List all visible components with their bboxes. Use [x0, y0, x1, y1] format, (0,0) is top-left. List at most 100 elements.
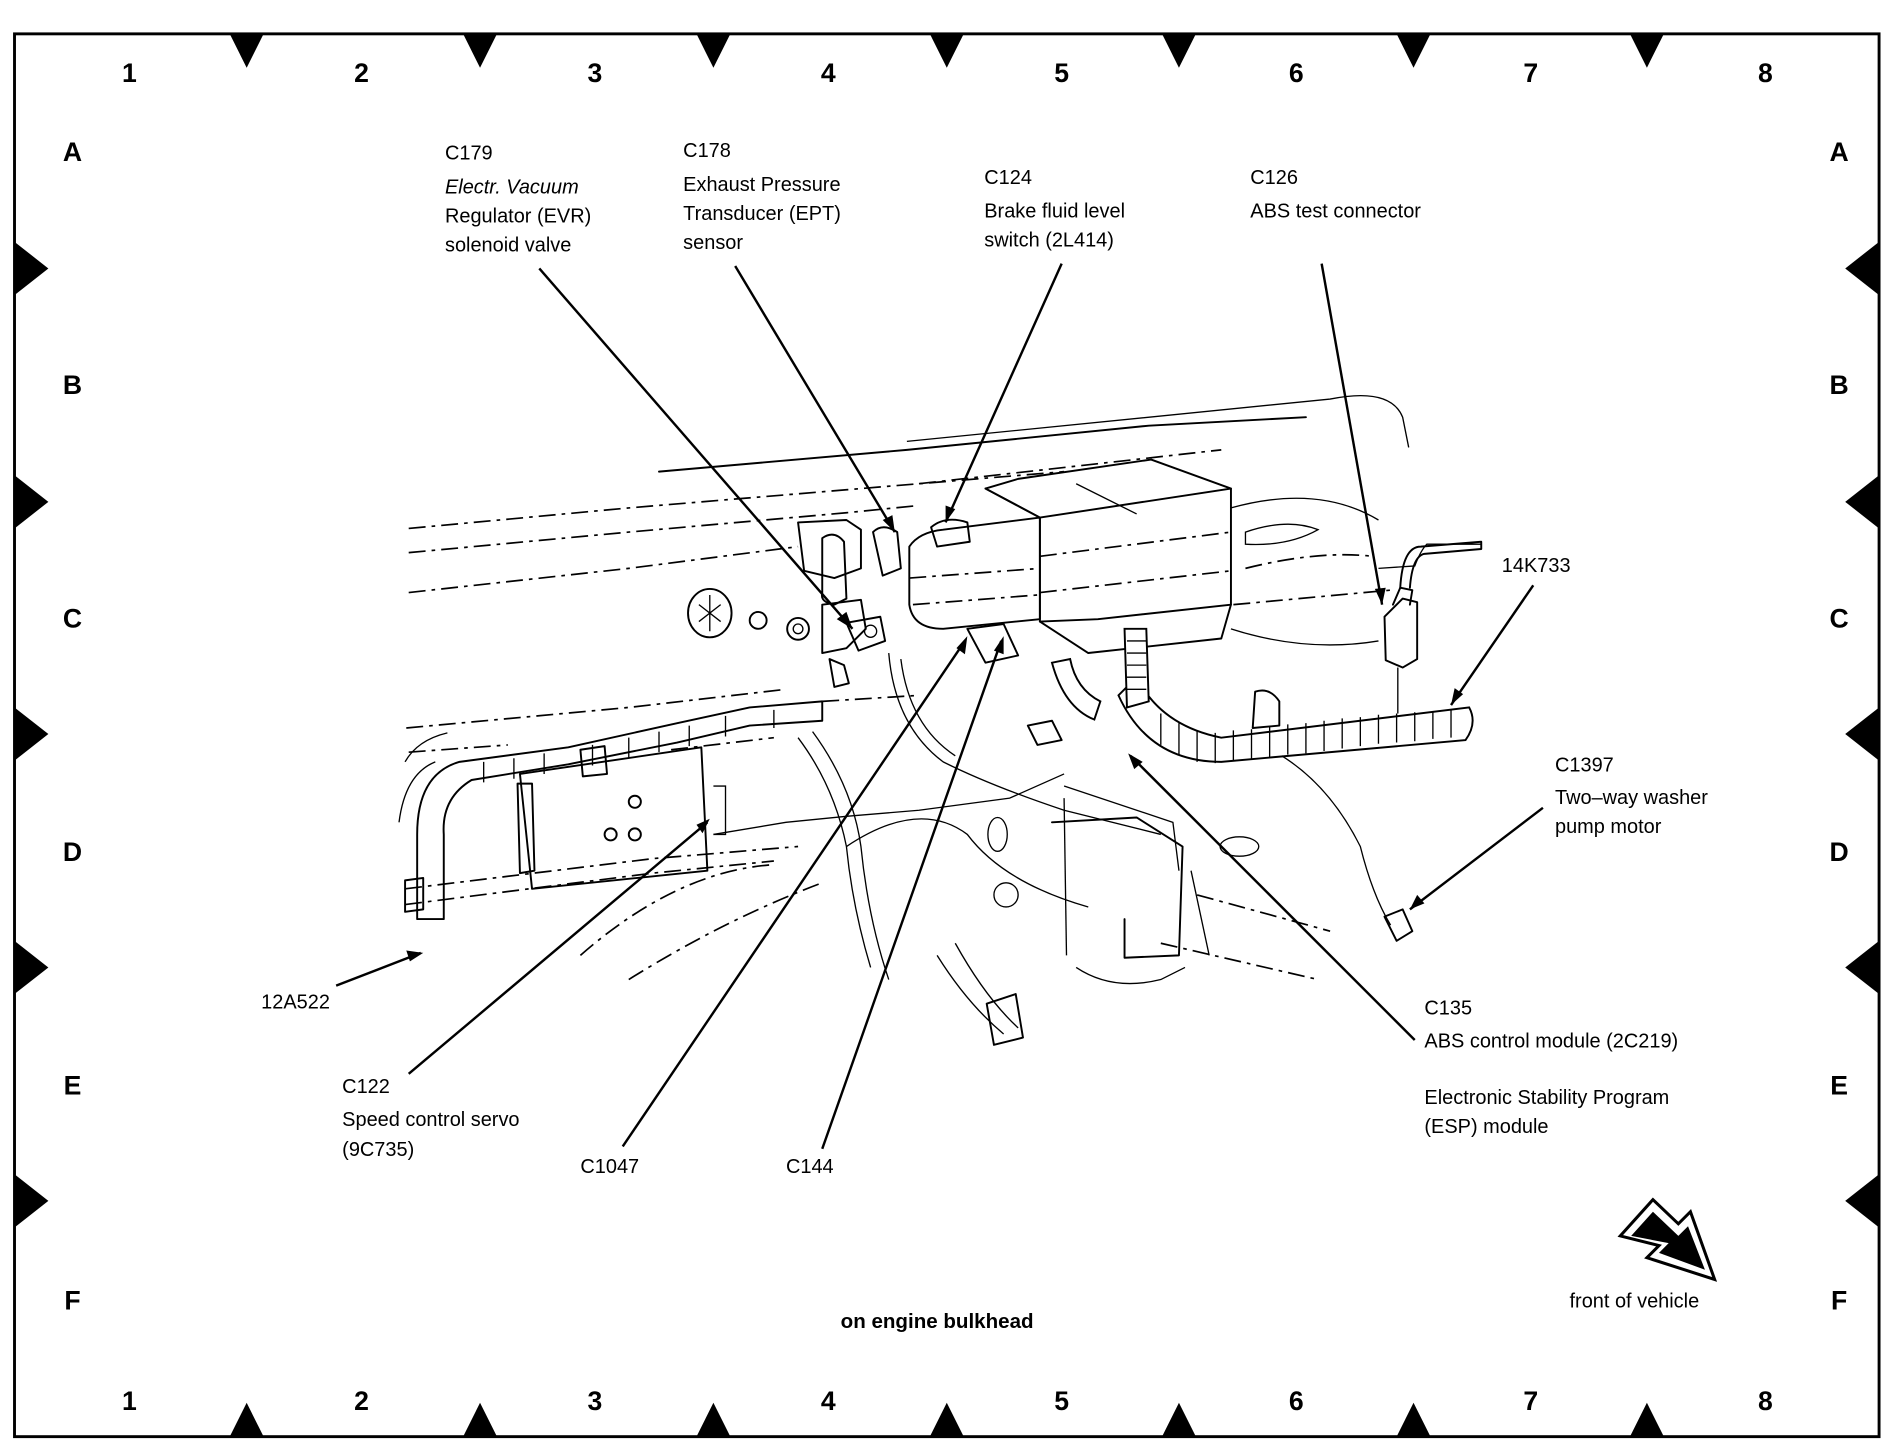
grid-marker-top-3 — [696, 33, 731, 68]
column-label: 6 — [1289, 58, 1304, 88]
column-label: 2 — [354, 1386, 369, 1416]
callout-description: solenoid valve — [445, 235, 571, 257]
leader-c1397 — [1409, 806, 1544, 911]
row-label: E — [64, 1070, 82, 1100]
arrowhead-c126 — [1374, 587, 1386, 605]
callout-c122: C122 Speed control servo (9C735) — [342, 1076, 519, 1161]
callout-description: switch (2L414) — [984, 230, 1114, 252]
callout-connector-id: C135 — [1424, 998, 1472, 1020]
callout-c124: C124 Brake fluid level switch (2L414) — [984, 167, 1125, 252]
row-label: B — [1830, 370, 1849, 400]
callout-c179: C179 Electr. Vacuum Regulator (EVR) sole… — [445, 143, 591, 257]
row-labels-right: A B C D E F — [1830, 137, 1849, 1316]
grid-marker-right-1 — [1845, 241, 1880, 296]
column-label: 3 — [588, 58, 603, 88]
callout-description: (9C735) — [342, 1139, 414, 1161]
callout-c144: C144 — [786, 1156, 834, 1178]
grid-marker-right-4 — [1845, 940, 1880, 995]
arrowhead-c178 — [882, 515, 895, 533]
callout-connector-id: C122 — [342, 1076, 390, 1098]
leader-c135 — [1129, 754, 1416, 1041]
callout-connector-id: C126 — [1250, 167, 1298, 189]
row-label: A — [1830, 137, 1849, 167]
leader-c1047 — [621, 640, 966, 1148]
callout-c178: C178 Exhaust Pressure Transducer (EPT) s… — [683, 140, 841, 254]
callout-12a522: 12A522 — [261, 992, 330, 1014]
front-of-vehicle-arrow-fill — [1631, 1211, 1705, 1270]
arrowhead-c124 — [945, 505, 956, 523]
column-label: 6 — [1289, 1386, 1304, 1416]
column-label: 3 — [588, 1386, 603, 1416]
callout-14k733: 14K733 — [1502, 555, 1571, 577]
column-label: 4 — [821, 58, 836, 88]
arrowhead-c1047 — [956, 636, 968, 655]
callout-description: Transducer (EPT) — [683, 203, 841, 225]
leader-c126 — [1320, 263, 1384, 605]
grid-marker-right-5 — [1845, 1174, 1880, 1228]
row-label: E — [1830, 1070, 1848, 1100]
grid-marker-top-2 — [463, 33, 497, 68]
callout-connector-id: C1397 — [1555, 755, 1614, 777]
front-of-vehicle-label: front of vehicle — [1570, 1290, 1700, 1312]
callout-description: Exhaust Pressure — [683, 174, 840, 196]
leader-12a522 — [335, 951, 422, 987]
grid-marker-top-6 — [1396, 33, 1431, 68]
front-of-vehicle-indicator: front of vehicle — [1570, 1197, 1718, 1312]
column-labels-bottom: 1 2 3 4 5 6 7 8 — [122, 1386, 1773, 1416]
column-label: 5 — [1054, 58, 1069, 88]
arrowhead-12a522 — [406, 950, 424, 962]
grid-marker-left-3 — [14, 707, 49, 761]
grid-marker-right-2 — [1845, 475, 1880, 529]
leader-lines — [335, 263, 1544, 1150]
callout-description: pump motor — [1555, 816, 1662, 838]
grid-marker-bottom-7 — [1629, 1402, 1664, 1437]
left-grid-markers — [14, 241, 49, 1228]
leader-c144 — [821, 640, 1003, 1150]
arrowhead-14k733 — [1451, 688, 1464, 706]
bottom-grid-markers — [229, 1402, 1664, 1437]
column-label: 1 — [122, 58, 137, 88]
column-label: 8 — [1758, 58, 1773, 88]
callout-c135: C135 ABS control module (2C219) Electron… — [1424, 998, 1678, 1139]
column-label: 5 — [1054, 1386, 1069, 1416]
arrowhead-c179 — [836, 611, 853, 629]
row-label: C — [1830, 604, 1849, 634]
callout-description: ABS test connector — [1250, 201, 1421, 223]
callout-description: ABS control module (2C219) — [1424, 1030, 1678, 1052]
row-label: F — [64, 1286, 80, 1316]
row-label: A — [63, 137, 82, 167]
callout-connector-id: C144 — [786, 1156, 834, 1178]
callout-description: Regulator (EVR) — [445, 206, 591, 228]
row-label: F — [1831, 1286, 1847, 1316]
grid-marker-top-4 — [929, 33, 964, 68]
callout-description: Speed control servo — [342, 1109, 519, 1131]
callout-description: Two–way washer — [1555, 787, 1708, 809]
grid-marker-bottom-4 — [929, 1402, 964, 1437]
grid-marker-top-7 — [1629, 33, 1664, 68]
callout-connector-id: C1047 — [580, 1156, 639, 1178]
callout-description: (ESP) module — [1424, 1116, 1548, 1138]
grid-marker-top-1 — [229, 33, 264, 68]
right-grid-markers — [1845, 241, 1880, 1228]
column-label: 1 — [122, 1386, 137, 1416]
leader-c122 — [407, 821, 709, 1075]
column-label: 7 — [1523, 58, 1538, 88]
grid-marker-right-3 — [1845, 707, 1880, 761]
callout-component-id: 12A522 — [261, 992, 330, 1014]
grid-marker-left-5 — [14, 1174, 49, 1228]
column-labels-top: 1 2 3 4 5 6 7 8 — [122, 58, 1773, 88]
leader-c179 — [538, 267, 854, 630]
grid-marker-bottom-6 — [1396, 1402, 1431, 1437]
callout-description: Brake fluid level — [984, 201, 1125, 223]
callout-description: Electronic Stability Program — [1424, 1087, 1669, 1109]
column-label: 4 — [821, 1386, 836, 1416]
leader-c124 — [944, 263, 1063, 523]
diagram-frame — [13, 32, 1881, 1439]
grid-marker-bottom-5 — [1162, 1402, 1196, 1437]
grid-marker-bottom-3 — [696, 1402, 731, 1437]
grid-marker-left-1 — [14, 241, 49, 296]
leader-c178 — [734, 265, 896, 533]
grid-marker-left-2 — [14, 475, 49, 529]
callout-description: sensor — [683, 232, 743, 254]
grid-marker-left-4 — [14, 940, 49, 995]
